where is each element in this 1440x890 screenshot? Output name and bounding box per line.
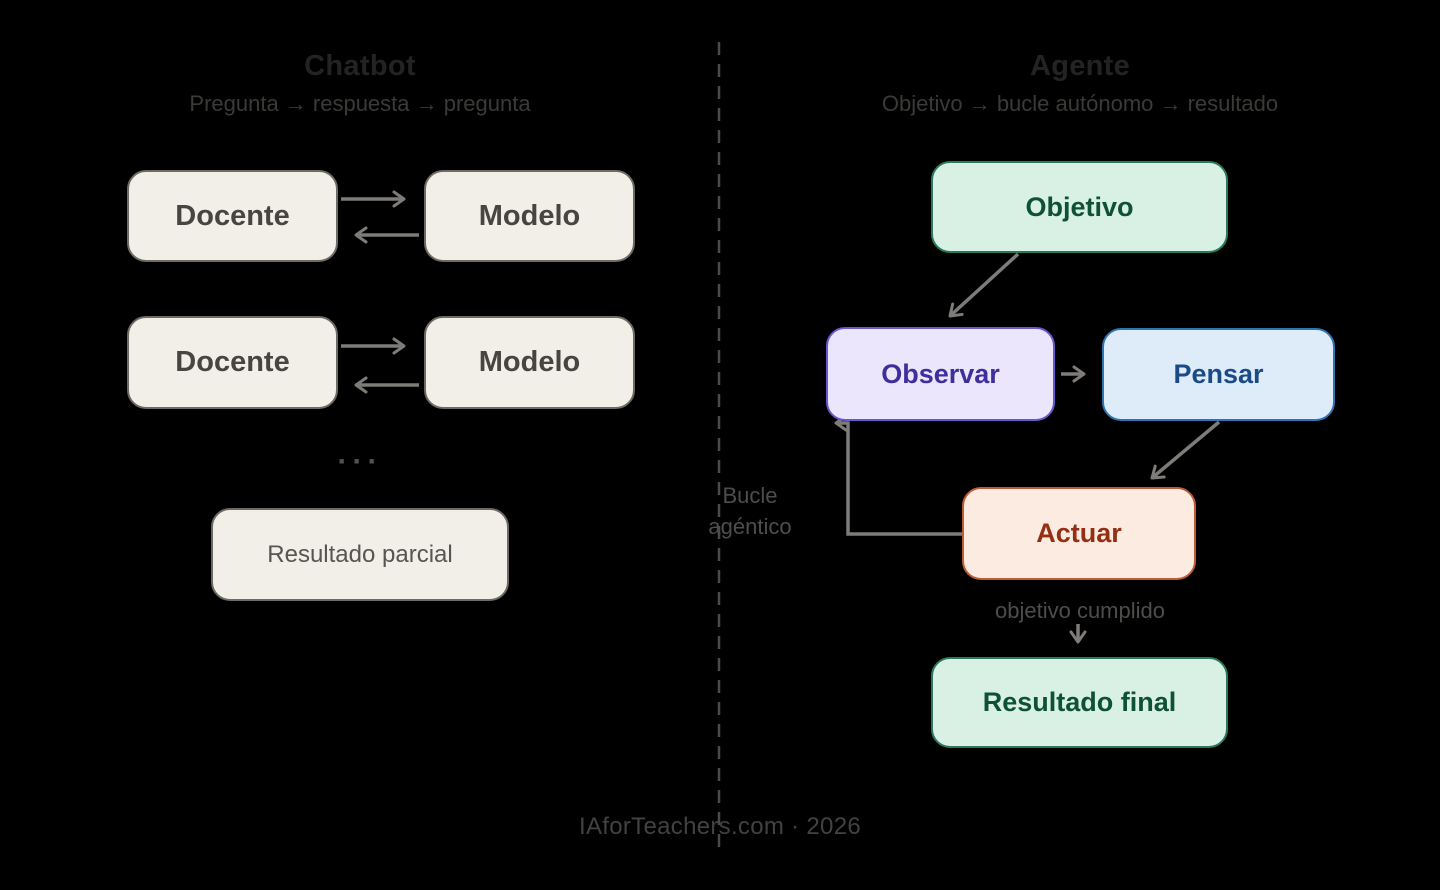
footer-credit: IAforTeachers.com · 2026 bbox=[579, 813, 861, 840]
node-objetivo-label: Objetivo bbox=[1025, 191, 1134, 222]
node-docente-1: Docente bbox=[127, 170, 338, 262]
arrow-objetivo-to-observar bbox=[948, 252, 1020, 318]
node-resultado-final-label: Resultado final bbox=[982, 687, 1177, 717]
node-resultado-parcial-label: Resultado parcial bbox=[267, 540, 453, 568]
loop-label-line1: Bucle bbox=[722, 483, 778, 508]
node-docente-2: Docente bbox=[127, 316, 338, 409]
node-objetivo: Objetivo bbox=[931, 161, 1228, 253]
node-modelo-1-label: Modelo bbox=[478, 199, 581, 232]
node-docente-2-label: Docente bbox=[175, 346, 290, 378]
goal-met-label: objetivo cumplido bbox=[995, 598, 1165, 623]
chatbot-panel-title: Chatbot bbox=[304, 50, 416, 82]
node-observar-label: Observar bbox=[881, 358, 1000, 389]
node-resultado-parcial: Resultado parcial bbox=[211, 508, 509, 601]
node-docente-1-label: Docente bbox=[175, 199, 290, 232]
node-modelo-1: Modelo bbox=[424, 170, 635, 262]
chatbot-panel-subtitle: Pregunta → respuesta → pregunta bbox=[189, 91, 531, 116]
loop-label: Bucle agéntico bbox=[690, 480, 810, 542]
arrow-loop-actuar-to-observar bbox=[834, 414, 962, 536]
agente-panel-title: Agente bbox=[1029, 50, 1131, 82]
node-modelo-2-label: Modelo bbox=[478, 346, 581, 378]
node-pensar-label: Pensar bbox=[1173, 359, 1264, 389]
node-actuar: Actuar bbox=[962, 487, 1196, 580]
agente-panel-subtitle: Objetivo → bucle autónomo → resultado bbox=[881, 91, 1279, 116]
node-resultado-final: Resultado final bbox=[931, 657, 1228, 748]
continuation-ellipsis: ··· bbox=[337, 445, 383, 478]
loop-label-line2: agéntico bbox=[708, 514, 792, 539]
arrow-pensar-to-actuar bbox=[1150, 420, 1221, 480]
node-actuar-label: Actuar bbox=[1036, 518, 1122, 548]
node-modelo-2: Modelo bbox=[424, 316, 635, 409]
node-observar: Observar bbox=[826, 327, 1055, 421]
node-pensar: Pensar bbox=[1102, 328, 1335, 421]
